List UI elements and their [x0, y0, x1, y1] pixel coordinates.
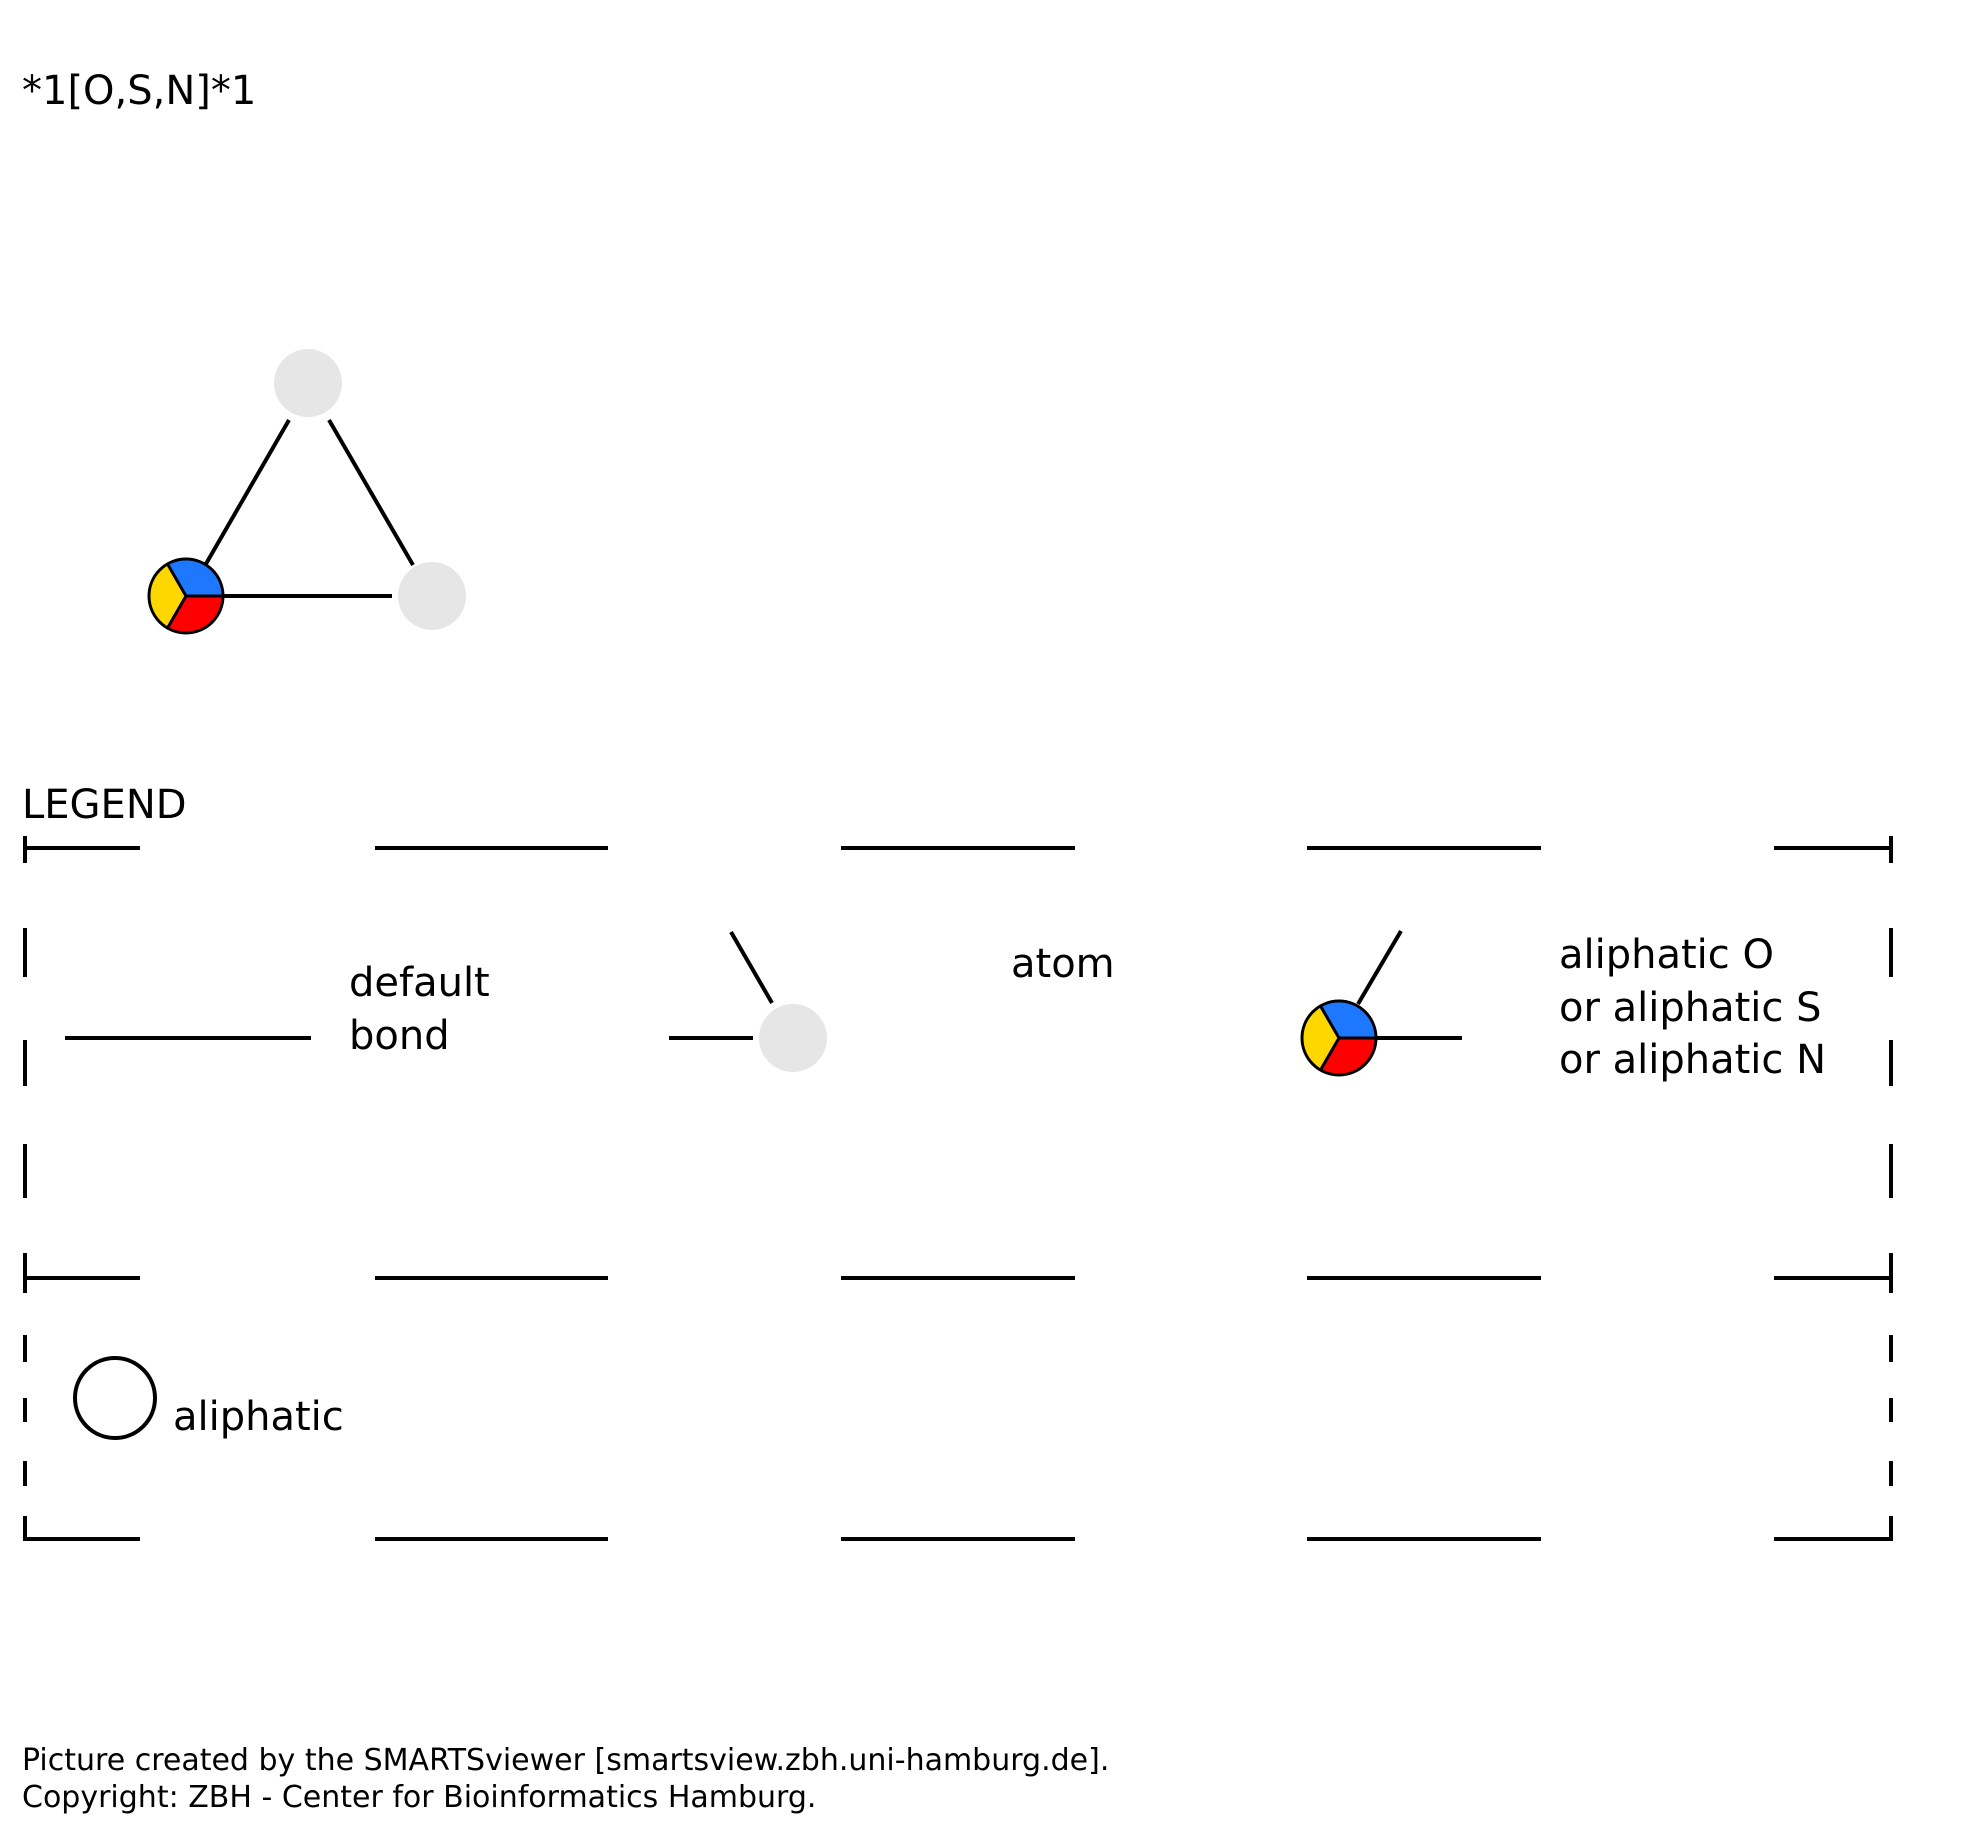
atom-sample-bond: [729, 930, 774, 1005]
o-s-n-label-line3: or aliphatic N: [1559, 1037, 1826, 1083]
any-atom-node: [274, 349, 342, 417]
legend-title: LEGEND: [22, 782, 187, 828]
any-atom-node: [398, 562, 466, 630]
molecule-graph: [147, 349, 466, 635]
default-bond-label-line2: bond: [349, 1013, 450, 1059]
credit-line-2: Copyright: ZBH - Center for Bioinformati…: [22, 1780, 816, 1815]
smarts-expression: *1[O,S,N]*1: [22, 68, 256, 114]
legend-entry-atom: atom: [669, 930, 1115, 1072]
ring-bond: [327, 418, 415, 567]
legend-entry-default-bond: default bond: [65, 960, 490, 1059]
aliphatic-circle-icon: [73, 1356, 157, 1440]
sulfur-sector: [149, 564, 186, 628]
credit-line-1: Picture created by the SMARTSviewer [sma…: [22, 1743, 1109, 1778]
sulfur-sector: [1302, 1006, 1339, 1070]
o-s-n-atom-node: [147, 557, 225, 635]
legend-entry-o-s-n: aliphatic O or aliphatic S or aliphatic …: [1300, 929, 1826, 1083]
o-s-n-label-line1: aliphatic O: [1559, 932, 1774, 978]
atom-label: atom: [1011, 941, 1115, 987]
any-atom-sample: [759, 1004, 827, 1072]
ring-bond: [201, 419, 291, 570]
o-s-n-atom-sample: [1300, 999, 1378, 1077]
default-bond-label-line1: default: [349, 960, 490, 1006]
legend-entry-aliphatic: aliphatic: [73, 1356, 344, 1440]
aliphatic-label: aliphatic: [173, 1394, 344, 1440]
o-s-n-sample-bond: [1356, 929, 1403, 1006]
legend-frame: [23, 836, 1893, 1541]
o-s-n-label-line2: or aliphatic S: [1559, 985, 1822, 1031]
